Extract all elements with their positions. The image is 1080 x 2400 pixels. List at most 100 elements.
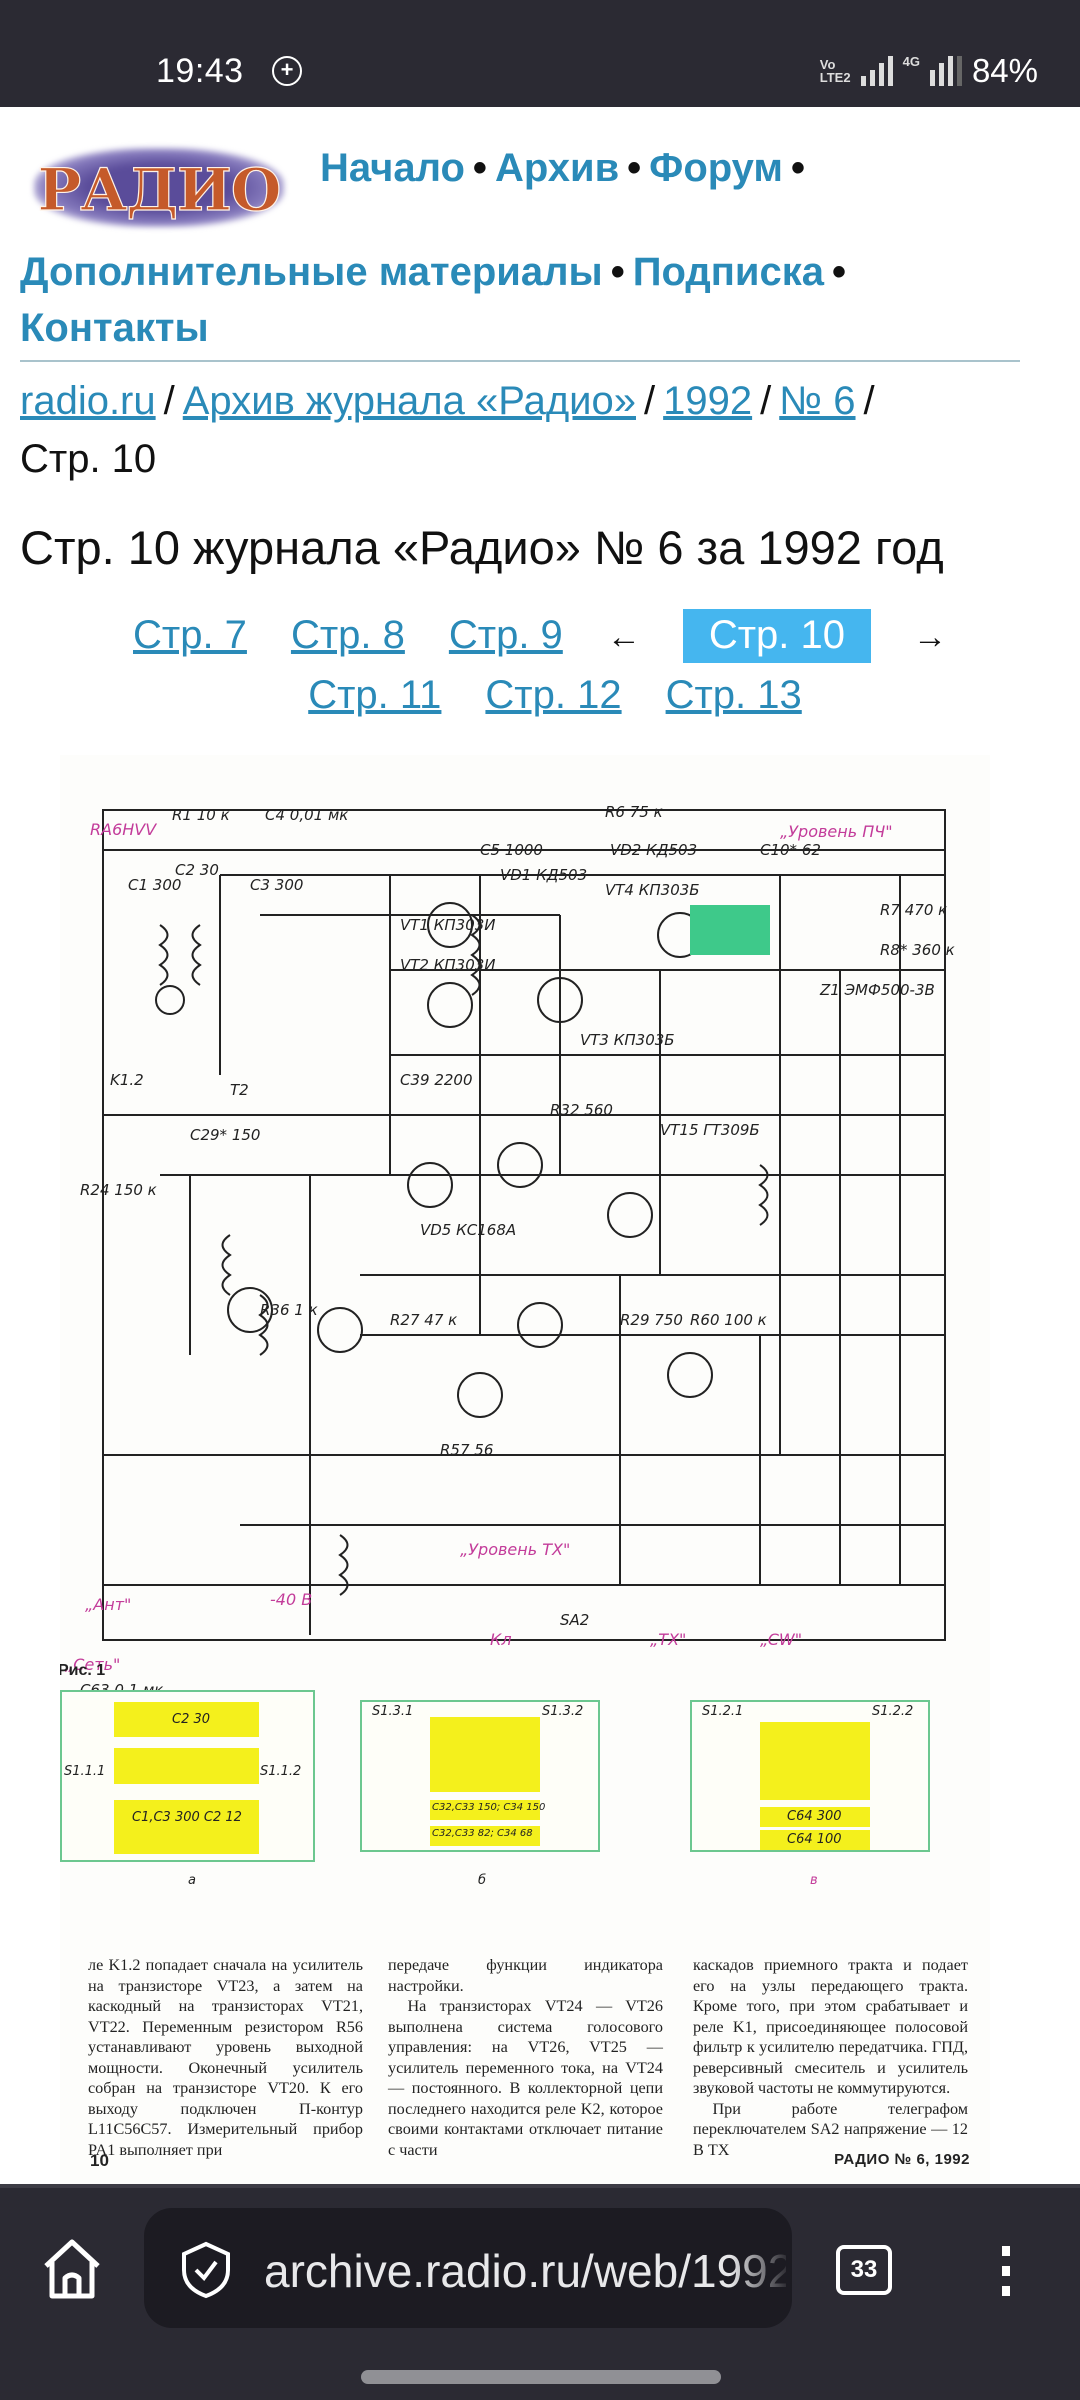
logo-text: РАДИО bbox=[37, 155, 282, 224]
component-label: C10* 62 bbox=[760, 841, 821, 859]
page-link-12[interactable]: Стр. 12 bbox=[485, 673, 622, 717]
nav-separator: • bbox=[472, 146, 487, 190]
article-paragraph: На транзисторах VT24 — VT26 выполнена си… bbox=[388, 1997, 663, 2159]
subfigure-b: S1.3.1 S1.3.2 C32,C33 150; C34 150 C32,C… bbox=[360, 1700, 600, 1852]
subfigure-c: S1.2.1 S1.2.2 C64 300 C64 100 bbox=[690, 1700, 930, 1852]
component-label: R8* 360 к bbox=[880, 941, 955, 959]
switch-label: S1.3.2 bbox=[542, 1704, 584, 1719]
page-link-13[interactable]: Стр. 13 bbox=[665, 673, 802, 717]
gesture-handle[interactable] bbox=[361, 2370, 721, 2384]
highlight-box bbox=[430, 1826, 540, 1846]
radio-logo[interactable]: РАДИО bbox=[24, 140, 294, 235]
antenna-label: „Ант" bbox=[85, 1595, 131, 1614]
filter-highlight bbox=[690, 905, 770, 955]
main-nav-row-3: Контакты bbox=[20, 306, 209, 351]
breadcrumb: radio.ru/Архив журнала «Радио»/1992/№ 6/… bbox=[20, 372, 1030, 488]
breadcrumb-archive[interactable]: Архив журнала «Радио» bbox=[182, 379, 636, 423]
key-label: Кл bbox=[490, 1630, 512, 1649]
article-paragraph: каскадов приемного тракта и подает его н… bbox=[693, 1956, 968, 2097]
article-column-1: ле K1.2 попадает сначала на усилитель на… bbox=[88, 1955, 363, 2160]
highlight-box bbox=[114, 1702, 259, 1737]
if-level-label: „Уровень ПЧ" bbox=[780, 822, 893, 841]
page-link-7[interactable]: Стр. 7 bbox=[133, 613, 247, 657]
component-label: C5 1000 bbox=[480, 841, 543, 859]
url-fade bbox=[730, 2240, 792, 2300]
nav-contacts[interactable]: Контакты bbox=[20, 306, 209, 350]
kebab-menu-icon[interactable] bbox=[1000, 2246, 1012, 2296]
magazine-footer: РАДИО № 6, 1992 bbox=[834, 2151, 970, 2168]
current-page: Стр. 10 bbox=[682, 609, 871, 663]
callsign-label: RA6HVV bbox=[90, 820, 157, 839]
magazine-page-scan[interactable]: RA6HVV „Уровень ПЧ" „Уровень ТХ" „Ант" „… bbox=[60, 755, 990, 2185]
schematic-diagram: RA6HVV „Уровень ПЧ" „Уровень ТХ" „Ант" „… bbox=[60, 803, 955, 1699]
tx-level-label: „Уровень ТХ" bbox=[460, 1540, 570, 1559]
signal-strength-icon bbox=[860, 56, 893, 86]
component-label: R57 56 bbox=[440, 1441, 493, 1459]
mains-label: „Сеть" bbox=[65, 1655, 120, 1674]
subfigure-letter: в bbox=[810, 1873, 818, 1888]
highlight-box bbox=[760, 1830, 870, 1850]
signal-strength-2-icon bbox=[929, 56, 962, 86]
network-type-4g: 4G bbox=[902, 53, 920, 69]
breadcrumb-year[interactable]: 1992 bbox=[663, 379, 753, 423]
nav-separator: • bbox=[790, 146, 805, 190]
switch-label: S1.2.1 bbox=[702, 1704, 744, 1719]
component-label: SA2 bbox=[560, 1611, 589, 1629]
shield-check-icon[interactable] bbox=[178, 2240, 234, 2300]
nav-home[interactable]: Начало bbox=[320, 146, 465, 190]
cw-switch-label: „CW" bbox=[760, 1630, 802, 1649]
component-label: VT1 КП303И bbox=[400, 916, 496, 934]
component-label: R27 47 к bbox=[390, 1311, 457, 1329]
highlight-box bbox=[114, 1748, 259, 1784]
component-label: C1 300 bbox=[128, 876, 181, 894]
component-label: C64 300 bbox=[787, 1809, 842, 1824]
component-label: R6 75 к bbox=[605, 803, 663, 821]
component-label: C29* 150 bbox=[190, 1126, 260, 1144]
nav-archive[interactable]: Архив bbox=[494, 146, 620, 190]
subfigure-letter: а bbox=[188, 1873, 196, 1888]
component-label: VT15 ГТ309Б bbox=[660, 1121, 760, 1139]
logo-background bbox=[34, 148, 284, 227]
component-label: R32 560 bbox=[550, 1101, 613, 1119]
toolbar-divider bbox=[0, 2184, 1080, 2188]
highlight-box bbox=[114, 1800, 259, 1854]
url-bar[interactable] bbox=[144, 2208, 792, 2328]
tx-switch-label: „ТХ" bbox=[650, 1630, 686, 1649]
nav-subscription[interactable]: Подписка bbox=[632, 250, 825, 294]
subfigure-letter: б bbox=[478, 1873, 487, 1888]
article-paragraph: передаче функции индикатора настройки. bbox=[388, 1956, 663, 1995]
schematic-wires bbox=[102, 809, 946, 1641]
article-column-2: передаче функции индикатора настройки. Н… bbox=[388, 1955, 663, 2160]
url-text[interactable]: archive.radio.ru/web/1992/06/010.shtml bbox=[264, 2245, 786, 2297]
page-link-8[interactable]: Стр. 8 bbox=[290, 613, 405, 657]
clock: 19:43 bbox=[156, 52, 244, 90]
component-label: VD2 КД503 bbox=[610, 841, 697, 859]
switch-label: S1.1.1 bbox=[64, 1764, 106, 1779]
component-label: C39 2200 bbox=[400, 1071, 473, 1089]
component-label: VT4 КП303Б bbox=[605, 881, 700, 899]
component-label: C32,C33 150; C34 150 bbox=[432, 1802, 546, 1813]
schematic-labels: RA6HVV „Уровень ПЧ" „Уровень ТХ" „Ант" „… bbox=[60, 803, 955, 1699]
component-label: C32,C33 82; C34 68 bbox=[432, 1828, 533, 1839]
breadcrumb-issue[interactable]: № 6 bbox=[779, 379, 856, 423]
component-label: C64 100 bbox=[787, 1832, 842, 1847]
highlight-box bbox=[430, 1800, 540, 1820]
breadcrumb-radio-ru[interactable]: radio.ru bbox=[20, 379, 156, 423]
component-label: R7 470 к bbox=[880, 901, 947, 919]
nav-forum[interactable]: Форум bbox=[649, 146, 783, 190]
home-icon[interactable] bbox=[40, 2238, 104, 2300]
component-label: T2 bbox=[230, 1081, 249, 1099]
breadcrumb-separator: / bbox=[863, 379, 875, 423]
switch-label: S1.1.2 bbox=[260, 1764, 302, 1779]
nav-extra-materials[interactable]: Дополнительные материалы bbox=[20, 250, 603, 294]
component-label: VD5 КС168А bbox=[420, 1221, 516, 1239]
main-nav-row-2: Дополнительные материалы•Подписка• bbox=[20, 250, 854, 295]
component-label: R36 1 к bbox=[260, 1301, 318, 1319]
article-paragraph: При работе телеграфом переключателем SA2… bbox=[693, 2099, 968, 2159]
component-label: C2 30 bbox=[172, 1712, 211, 1727]
page-link-11[interactable]: Стр. 11 bbox=[308, 673, 442, 717]
tab-count-button[interactable]: 33 bbox=[836, 2245, 892, 2295]
page-link-9[interactable]: Стр. 9 bbox=[448, 613, 563, 657]
